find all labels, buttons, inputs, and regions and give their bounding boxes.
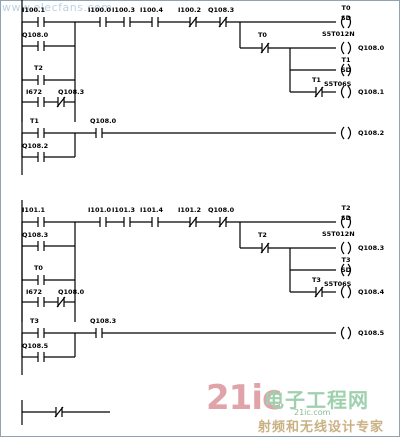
network-2-contact-start-label: I101.1 (22, 206, 45, 214)
network-2-contact-branch-q-label: Q108.3 (22, 231, 48, 239)
network-1-timer-2-name: T1 (342, 56, 351, 64)
network-1-series-contact-4-label: I100.2 (178, 6, 201, 14)
network-2-timer-1-coil (340, 215, 352, 229)
network-2-timer-1-value: S5T012N (322, 230, 355, 238)
network-1-coil-2-label: Q108.1 (358, 88, 385, 96)
network-1-contact-branch-i (37, 97, 45, 107)
network-2-coil-3 (340, 326, 352, 340)
network-2-coil-3-label: Q108.5 (358, 329, 385, 337)
network-2-rung2-contact-b (37, 352, 45, 362)
network-2-series-contact-1-label: I101.0 (88, 206, 111, 214)
network-1-series-contact-2 (123, 17, 131, 27)
network-1-timer-1-value: S5T012N (322, 30, 355, 38)
network-2-series-contact-5-label: Q108.0 (208, 206, 235, 214)
network-1-series-contact-2-label: I100.3 (112, 6, 135, 14)
network-2-coil-1-label: Q108.3 (358, 244, 384, 252)
network-2-rung2-contact-c (95, 328, 103, 338)
network-2-contact-start (37, 217, 45, 227)
network-2-timer-2-name: T3 (342, 256, 351, 264)
network-1-contact-branch-nc-label: Q108.3 (58, 88, 84, 96)
network-2-coil-1 (340, 241, 352, 255)
network-1-contact-nc-t1-label: T1 (312, 76, 321, 84)
network-1-coil-2 (340, 85, 352, 99)
network-2-contact-branch-nc (56, 296, 66, 308)
site-logo: 21ic 电子工程网 21ic.com 射频和无线设计专家 (206, 378, 396, 436)
network-2-timer-2-mode: SD (341, 266, 352, 274)
network-1-contact-nc-t (260, 42, 270, 54)
network-1-series-contact-5 (218, 16, 228, 28)
network-1-timer-1-mode: SD (341, 14, 352, 22)
network-2-series-contact-4-label: I101.2 (178, 206, 201, 214)
network-2-contact-branch-t (37, 275, 45, 285)
logo-url: 21ic.com (294, 408, 331, 417)
watermark-text: www.elecfans.com (2, 1, 113, 14)
network-2-contact-branch-i (37, 297, 45, 307)
network-2-timer-2-coil (340, 263, 352, 277)
network-1-timer-1-name: T0 (342, 4, 351, 12)
network-1-series-contact-3 (151, 17, 159, 27)
network-1-coil-3 (340, 126, 352, 140)
network-2-series-contact-5 (218, 216, 228, 228)
network-2-series-contact-2 (123, 217, 131, 227)
network-1-timer-2-mode: SD (341, 66, 352, 74)
network-1-coil-1 (340, 41, 352, 55)
bottom-nc-contact (54, 406, 64, 418)
network-1-rung2-contact-b-label: Q108.2 (22, 142, 48, 150)
network-1-contact-nc-t-label: T0 (258, 31, 267, 39)
network-2-coil-2-label: Q108.4 (358, 288, 385, 296)
network-1-coil-1-label: Q108.0 (358, 44, 385, 52)
network-2-timer-2-value: S5T06S (324, 280, 352, 288)
network-1-rung2-contact-c-label: Q108.0 (90, 117, 117, 125)
network-2-contact-branch-t-label: T0 (34, 264, 43, 272)
network-1-contact-start (37, 17, 45, 27)
network-1-rung2-contact-c (95, 128, 103, 138)
network-2-rung2-contact-c-label: Q108.3 (90, 317, 116, 325)
logo-slogan: 射频和无线设计专家 (258, 420, 385, 435)
network-1-rung2-contact-a-label: T1 (30, 117, 39, 125)
network-2-rung2-contact-a (37, 328, 45, 338)
network-1-timer-1-coil (340, 15, 352, 29)
network-2-contact-branch-q (37, 241, 45, 251)
network-2-series-contact-3-label: I101.4 (140, 206, 163, 214)
network-2-rung2-contact-b-label: Q108.5 (22, 342, 49, 350)
network-1-contact-branch-t-label: T2 (34, 64, 43, 72)
network-2-contact-nc-t1-label: T3 (312, 276, 321, 284)
network-1-contact-branch-nc (56, 96, 66, 108)
network-1-contact-nc-t1 (314, 86, 324, 98)
network-2-timer-1-mode: SD (341, 214, 352, 222)
network-2-series-contact-1 (99, 217, 107, 227)
network-1-series-contact-5-label: Q108.3 (208, 6, 234, 14)
network-2-contact-nc-t (260, 242, 270, 254)
network-1-contact-branch-i-label: I672 (26, 88, 42, 96)
network-1-series-contact-1-label: I100.0 (88, 6, 111, 14)
network-2-series-contact-4 (188, 216, 198, 228)
network-2-contact-branch-nc-label: Q108.0 (58, 288, 85, 296)
network-2-series-contact-2-label: I101.3 (112, 206, 135, 214)
network-2-contact-nc-t1 (314, 286, 324, 298)
network-1-contact-branch-q (37, 41, 45, 51)
network-1-contact-start-label: I100.1 (22, 6, 45, 14)
logo-name: 电子工程网 (264, 388, 369, 412)
network-2-timer-1-name: T2 (342, 204, 351, 212)
network-2-rung2-contact-a-label: T3 (30, 317, 39, 325)
network-1-coil-3-label: Q108.2 (358, 129, 384, 137)
network-2-series-contact-3 (151, 217, 159, 227)
network-2-contact-nc-t-label: T2 (258, 231, 267, 239)
network-1-series-contact-4 (188, 16, 198, 28)
network-1-series-contact-3-label: I100.4 (140, 6, 163, 14)
network-2-contact-branch-i-label: I672 (26, 288, 42, 296)
network-1-rung2-contact-a (37, 128, 45, 138)
network-1-contact-branch-t (37, 75, 45, 85)
network-1-contact-branch-q-label: Q108.0 (22, 31, 49, 39)
logo-brand: 21ic (206, 378, 282, 418)
network-1-timer-2-coil (340, 63, 352, 77)
network-1-series-contact-1 (99, 17, 107, 27)
network-1-rung2-contact-b (37, 152, 45, 162)
network-2-coil-2 (340, 285, 352, 299)
network-1-timer-2-value: S5T06S (324, 80, 352, 88)
